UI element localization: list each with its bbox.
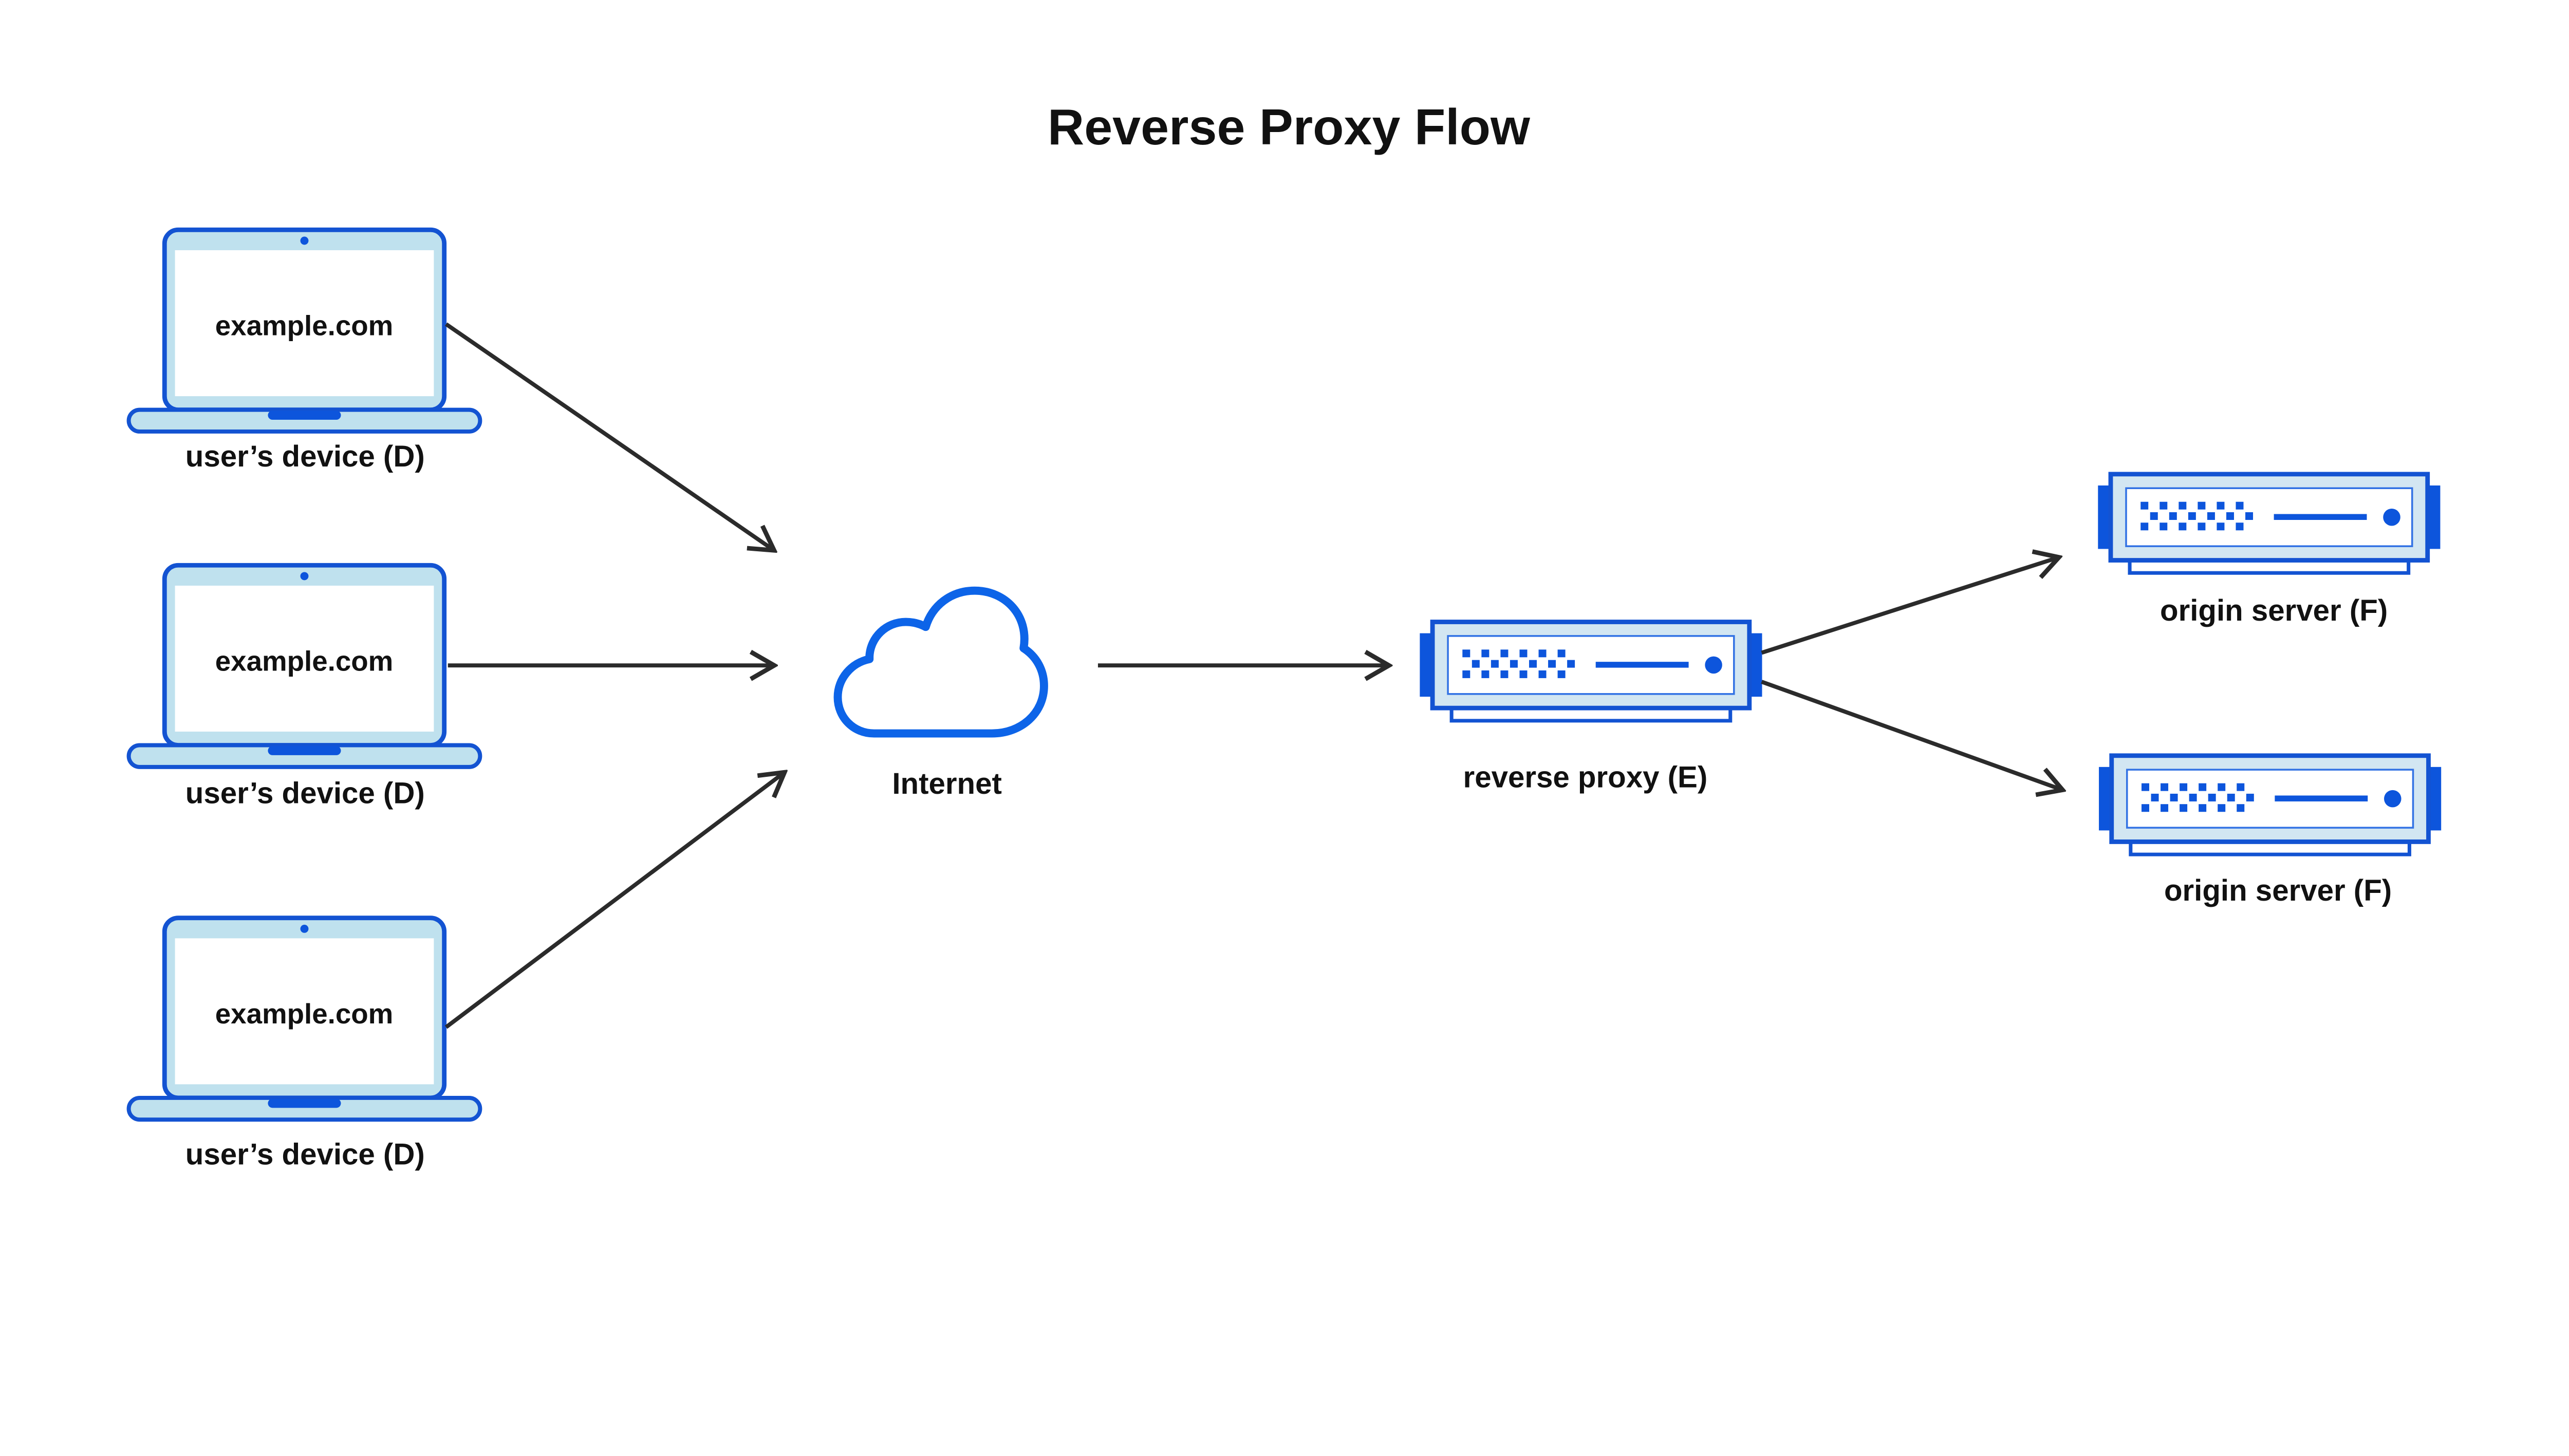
device-caption: user’s device (D)	[185, 1138, 425, 1171]
internet-node: Internet	[837, 591, 1044, 800]
arrow-proxy-to-origin1	[1761, 557, 2058, 655]
cloud-icon	[837, 591, 1044, 734]
internet-label: Internet	[892, 767, 1002, 800]
origin-server-caption: origin server (F)	[2164, 874, 2392, 907]
origin-server-2: origin server (F)	[2099, 756, 2441, 907]
origin-server-1: origin server (F)	[2098, 474, 2440, 627]
user-device-1: example.com user’s device (D)	[129, 230, 480, 473]
device-caption: user’s device (D)	[185, 777, 425, 810]
reverse-proxy-caption: reverse proxy (E)	[1463, 761, 1708, 794]
user-device-3: example.com user’s device (D)	[129, 918, 480, 1171]
server-icon	[2098, 474, 2440, 573]
arrow-device3-to-internet	[444, 773, 784, 1029]
reverse-proxy-flow-diagram: Reverse Proxy Flow example.com user’s de…	[126, 99, 2444, 1171]
arrow-device1-to-internet	[444, 322, 773, 550]
device-screen-label: example.com	[215, 645, 394, 677]
flow-arrows	[444, 322, 2062, 1029]
diagram-title: Reverse Proxy Flow	[1048, 99, 1531, 155]
diagram-page: Reverse Proxy Flow example.com user’s de…	[126, 99, 2444, 1171]
user-device-2: example.com user’s device (D)	[129, 565, 480, 810]
reverse-proxy-node: reverse proxy (E)	[1420, 622, 1762, 794]
device-screen-label: example.com	[215, 309, 394, 341]
device-caption: user’s device (D)	[185, 440, 425, 473]
device-screen-label: example.com	[215, 998, 394, 1030]
server-icon	[1420, 622, 1762, 721]
origin-server-caption: origin server (F)	[2160, 594, 2388, 627]
arrow-proxy-to-origin2	[1761, 680, 2062, 790]
server-icon	[2099, 756, 2441, 854]
